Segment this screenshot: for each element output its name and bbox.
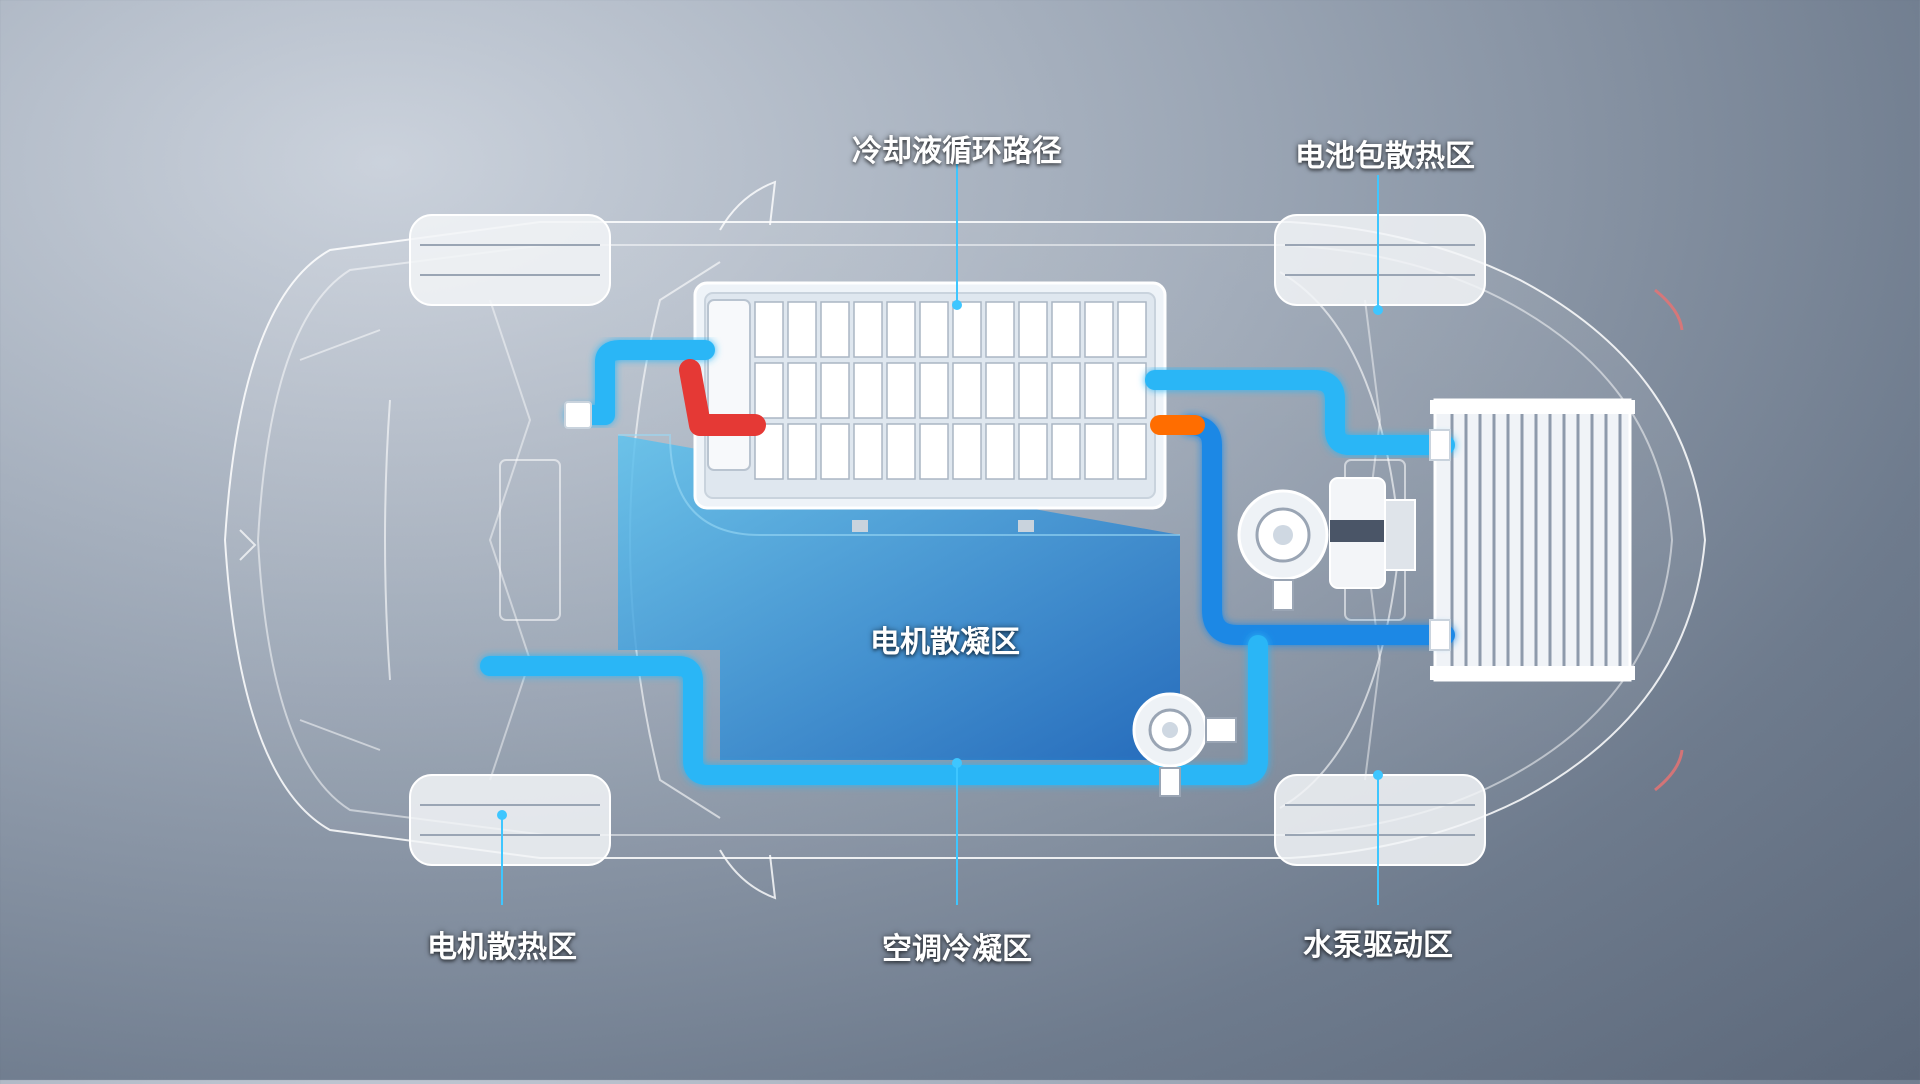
label-coolant-path: 冷却液循环路径	[852, 134, 1062, 169]
motor-condense-zone	[618, 435, 1180, 760]
label-battery-zone: 电池包散热区	[1295, 139, 1475, 174]
coolant-pipes	[480, 340, 1455, 785]
label-pump-zone: 水泵驱动区	[1303, 928, 1453, 963]
battery-pack-icon	[693, 281, 1167, 532]
callout-lines	[497, 160, 1383, 905]
water-pump-icon	[1132, 692, 1237, 797]
wheel-icon	[409, 214, 1486, 866]
label-ac-condense-zone: 空调冷凝区	[882, 932, 1032, 967]
compressor-icon	[1329, 477, 1416, 589]
label-motor-heat-zone: 电机散热区	[427, 930, 577, 965]
radiator-icon	[1430, 398, 1635, 682]
water-pump-icon	[1237, 489, 1329, 611]
label-motor-condense-zone: 电机散凝区	[870, 625, 1020, 660]
